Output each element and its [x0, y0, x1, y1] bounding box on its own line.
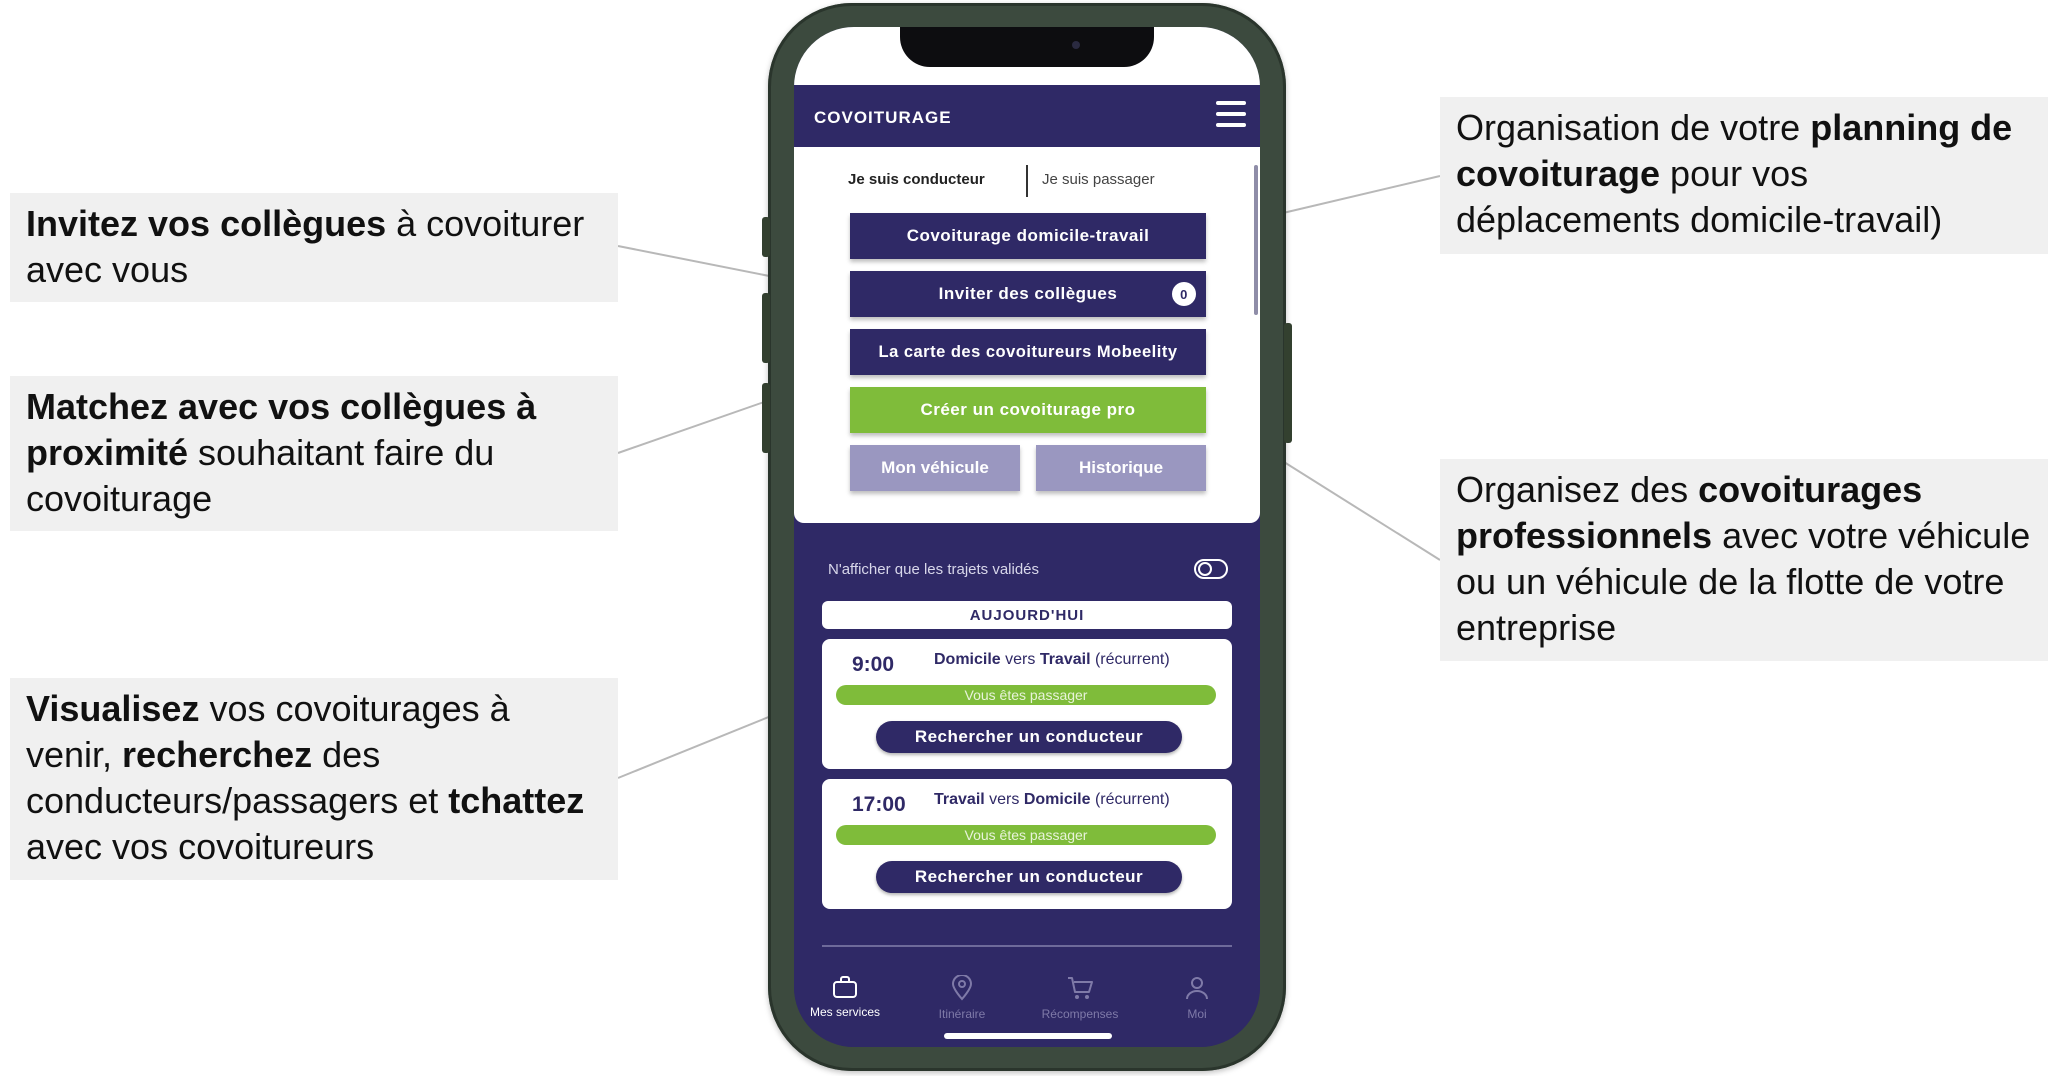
history-button[interactable]: Historique: [1036, 445, 1206, 491]
role-tabs: Je suis conducteur Je suis passager: [794, 161, 1260, 197]
nav-item-me[interactable]: Moi: [1142, 975, 1252, 1023]
domicile-travail-button[interactable]: Covoiturage domicile-travail: [850, 213, 1206, 259]
callout-bold: Invitez vos collègues: [26, 203, 387, 244]
app-header: COVOITURAGE: [794, 85, 1260, 145]
validated-trips-toggle[interactable]: [1194, 559, 1228, 579]
callout-visualize-trips: Visualisez vos covoiturages à venir, rec…: [10, 678, 618, 880]
nav-label: Récompenses: [1041, 1007, 1119, 1021]
nav-label: Mes services: [809, 1005, 880, 1019]
callout-text: souhaitant faire du covoiturage: [26, 432, 495, 519]
phone-screen: COVOITURAGE Je suis conducteur Je suis p…: [794, 27, 1260, 1047]
callout-bold: Matchez avec vos collègues à proximité: [26, 386, 537, 473]
invite-colleagues-button[interactable]: Inviter des collègues 0: [850, 271, 1206, 317]
trip-via: vers: [1000, 651, 1040, 668]
callout-bold: covoiturages professionnels: [1456, 469, 1923, 556]
tab-divider: [1026, 165, 1028, 197]
callout-bold: recherchez: [122, 734, 313, 775]
callout-text: avec vos covoitureurs: [26, 826, 375, 867]
trip-to: Domicile: [1023, 791, 1091, 808]
trip-to: Travail: [1039, 651, 1091, 668]
validated-trips-filter: N'afficher que les trajets validés: [828, 557, 1228, 587]
cart-icon: [1068, 977, 1093, 999]
phone-frame: COVOITURAGE Je suis conducteur Je suis p…: [762, 3, 1292, 1071]
callout-match-colleagues: Matchez avec vos collègues à proximité s…: [10, 376, 618, 531]
notch: [900, 27, 1154, 67]
services-panel: Je suis conducteur Je suis passager Covo…: [794, 147, 1260, 523]
trip-from: Domicile: [934, 651, 1001, 668]
callout-text: à covoiturer avec vous: [26, 203, 585, 290]
volume-up-button: [762, 293, 770, 363]
trip-role-bar: Vous êtes passager: [836, 825, 1216, 845]
callout-text: des conducteurs/passagers et: [26, 734, 449, 821]
callout-text: pour vos déplacements domicile-travail): [1456, 153, 1943, 240]
trip-from: Travail: [934, 791, 985, 808]
volume-down-button: [762, 383, 770, 453]
power-button: [1284, 323, 1292, 443]
nav-item-itinerary[interactable]: Itinéraire: [907, 975, 1017, 1023]
map-pin-icon: [951, 975, 973, 1001]
app-title: COVOITURAGE: [814, 108, 952, 127]
search-driver-button[interactable]: Rechercher un conducteur: [876, 721, 1182, 753]
hamburger-menu-icon[interactable]: [1216, 101, 1246, 127]
trip-via: vers: [984, 791, 1024, 808]
trip-recurrence: (récurrent): [1090, 651, 1170, 668]
nav-item-rewards[interactable]: Récompenses: [1025, 975, 1135, 1023]
briefcase-icon: [833, 976, 857, 998]
status-bar: [794, 27, 1260, 85]
trip-time: 9:00: [852, 653, 895, 676]
trip-role-bar: Vous êtes passager: [836, 685, 1216, 705]
camera-icon: [1072, 41, 1080, 49]
carpoolers-map-button[interactable]: La carte des covoitureurs Mobeelity: [850, 329, 1206, 375]
callout-bold: Visualisez: [26, 688, 200, 729]
trip-recurrence: (récurrent): [1090, 791, 1170, 808]
callout-bold: tchattez: [448, 780, 585, 821]
callout-text: Organisez des: [1456, 469, 1699, 510]
invite-count-badge: 0: [1172, 282, 1196, 306]
trip-route: Travail vers Domicile (récurrent): [934, 791, 1170, 809]
home-indicator[interactable]: [944, 1033, 1112, 1039]
my-vehicle-button[interactable]: Mon véhicule: [850, 445, 1020, 491]
search-driver-button[interactable]: Rechercher un conducteur: [876, 861, 1182, 893]
callout-text: Organisation de votre: [1456, 107, 1811, 148]
callout-invite-colleagues: Invitez vos collègues à covoiturer avec …: [10, 193, 618, 302]
day-header: AUJOURD'HUI: [822, 601, 1232, 629]
create-pro-carpool-button[interactable]: Créer un covoiturage pro: [850, 387, 1206, 433]
invite-colleagues-label: Inviter des collègues: [938, 284, 1118, 303]
filter-label: N'afficher que les trajets validés: [828, 561, 1040, 578]
trip-time: 17:00: [852, 793, 906, 816]
nav-label: Moi: [1187, 1007, 1207, 1021]
trip-card[interactable]: 9:00 Domicile vers Travail (récurrent) V…: [822, 639, 1232, 769]
tab-driver[interactable]: Je suis conducteur: [848, 171, 985, 188]
callout-planning: Organisation de votre planning de covoit…: [1440, 97, 2048, 254]
callout-text: avec votre véhicule ou un véhicule de la…: [1456, 515, 2031, 648]
trip-card[interactable]: 17:00 Travail vers Domicile (récurrent) …: [822, 779, 1232, 909]
tab-passenger[interactable]: Je suis passager: [1042, 171, 1155, 188]
bottom-navigation: Mes services Itinéraire Récompenses: [794, 951, 1260, 1047]
user-icon: [1186, 977, 1208, 1000]
trip-route: Domicile vers Travail (récurrent): [934, 651, 1170, 669]
callout-pro-carpooling: Organisez des covoiturages professionnel…: [1440, 459, 2048, 661]
nav-item-services[interactable]: Mes services: [794, 975, 900, 1021]
callout-text: vos covoiturages à venir,: [26, 688, 510, 775]
callout-bold: planning de covoiturage: [1456, 107, 2013, 194]
list-divider: [822, 945, 1232, 947]
nav-label: Itinéraire: [938, 1007, 986, 1021]
scrollbar[interactable]: [1254, 165, 1258, 315]
side-button: [762, 217, 770, 257]
